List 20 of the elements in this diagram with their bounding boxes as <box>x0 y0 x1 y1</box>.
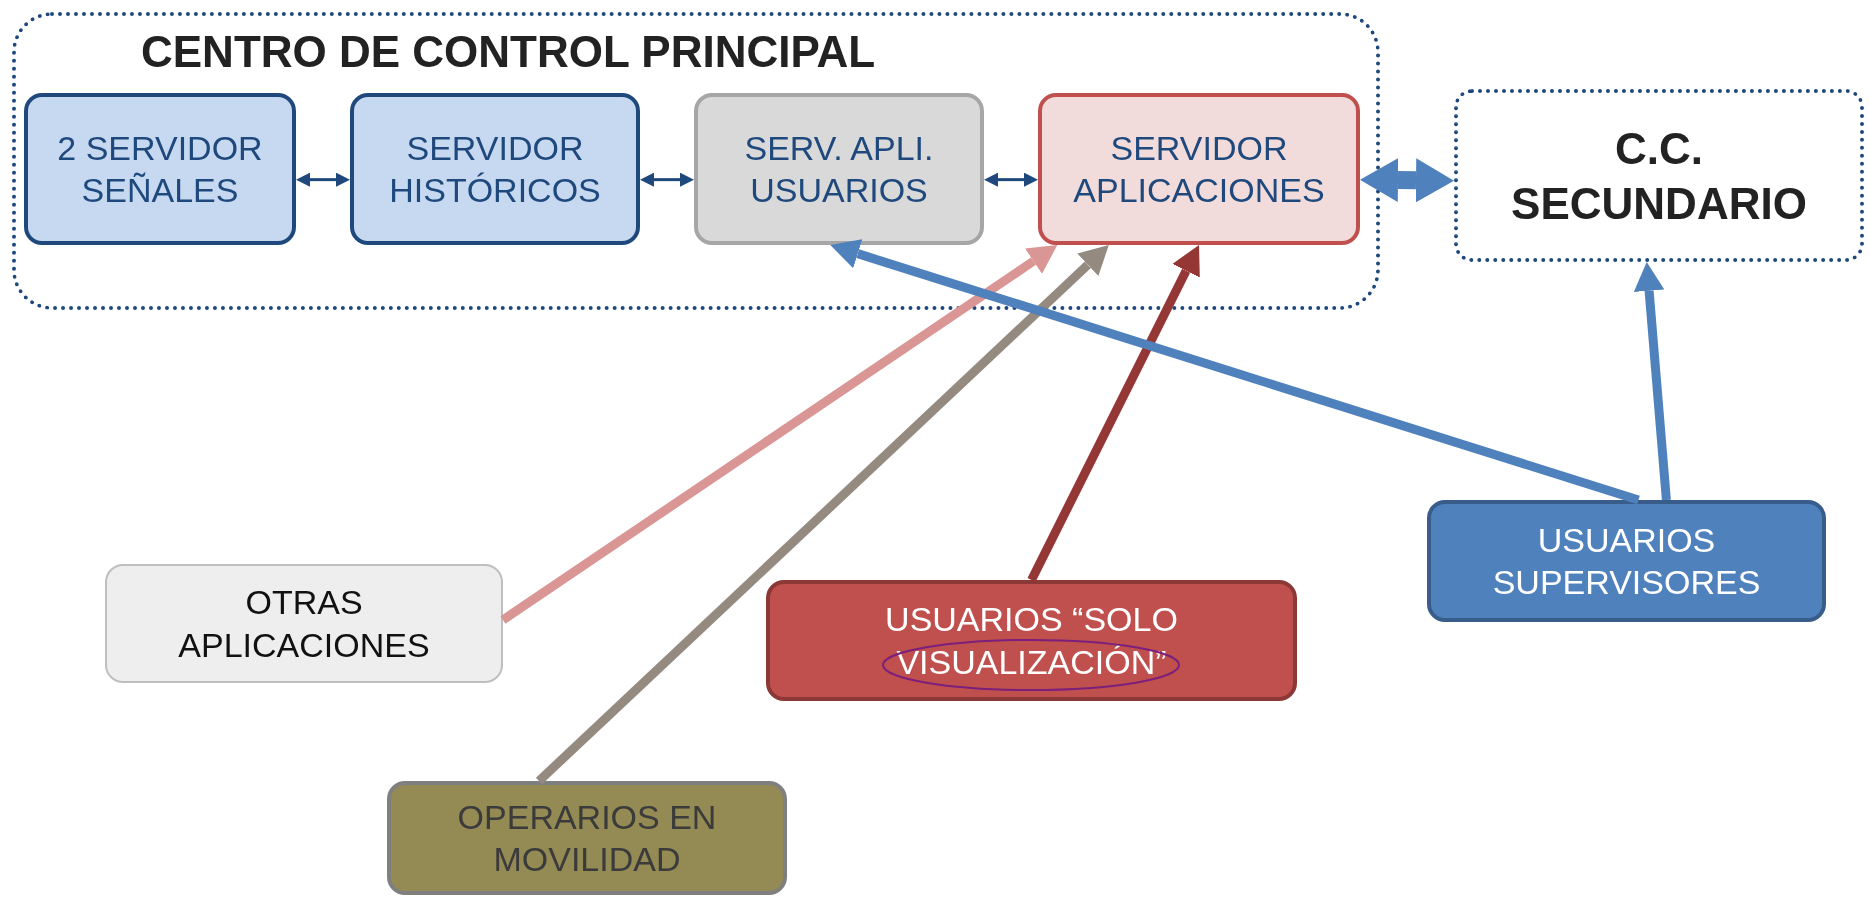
arrow <box>535 245 1109 785</box>
server-box: SERVIDOR HISTÓRICOS <box>350 93 640 245</box>
server-box: 2 SERVIDOR SEÑALES <box>24 93 296 245</box>
arrow <box>830 239 1640 505</box>
arrow <box>1360 158 1454 203</box>
arrow <box>500 245 1058 624</box>
arrow <box>1633 262 1671 501</box>
server-box: SERVIDOR APLICACIONES <box>1038 93 1360 245</box>
user-box: USUARIOS “SOLO VISUALIZACIÓN” <box>766 580 1297 701</box>
arrow <box>296 172 350 187</box>
arrow <box>1027 245 1200 582</box>
group-title: CENTRO DE CONTROL PRINCIPAL <box>141 26 876 78</box>
control-center-frame <box>12 12 1380 310</box>
user-box: USUARIOS SUPERVISORES <box>1427 500 1826 622</box>
server-box: SERV. APLI. USUARIOS <box>694 93 984 245</box>
arrow <box>640 172 694 187</box>
application-box: OTRAS APLICACIONES <box>105 564 503 683</box>
control-center-box: C.C. SECUNDARIO <box>1454 89 1864 262</box>
user-box: OPERARIOS EN MOVILIDAD <box>387 781 787 895</box>
arrow <box>984 172 1038 187</box>
